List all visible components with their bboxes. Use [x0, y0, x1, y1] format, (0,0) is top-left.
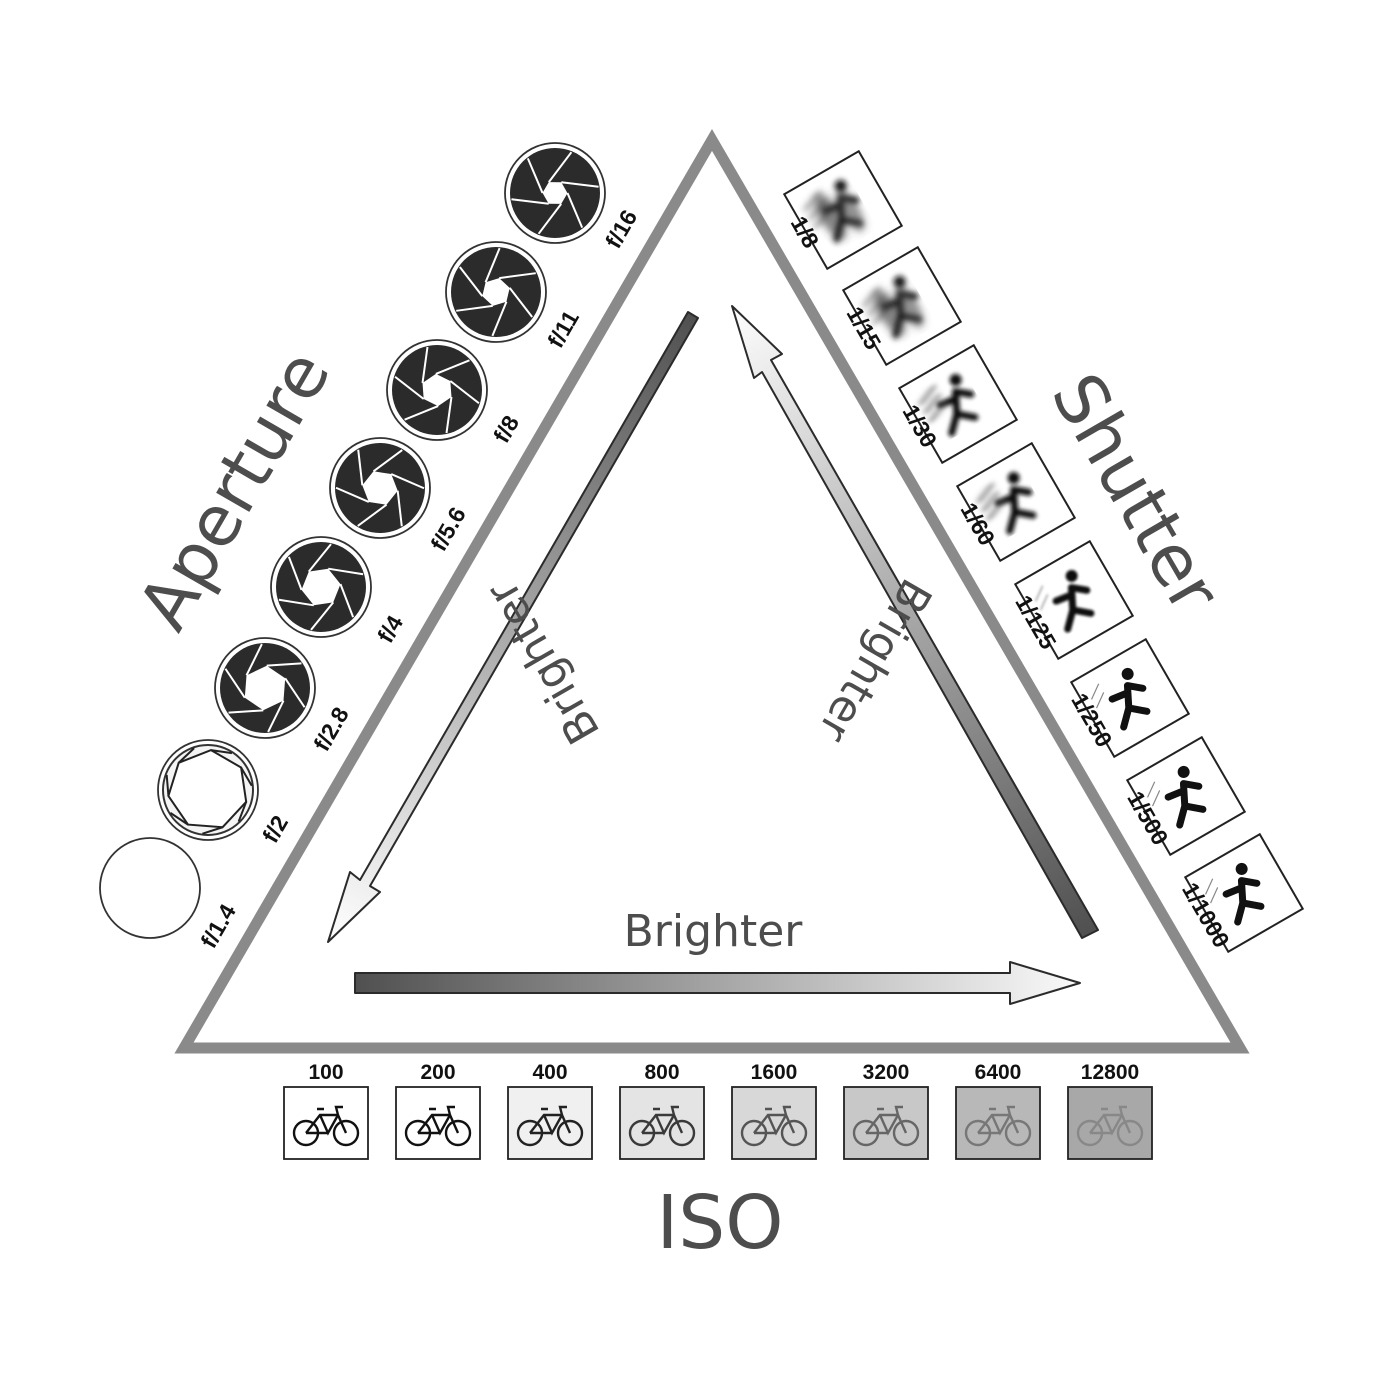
running-person-icon: [862, 275, 924, 339]
running-person-icon: [918, 373, 979, 437]
aperture-brighter-arrow: [327, 311, 699, 943]
iso-sample-frame: [731, 1086, 817, 1160]
iso-values: 100 200 400 800 1600 3200 6400 12800: [283, 1061, 1153, 1160]
bicycle-icon: [516, 1105, 584, 1147]
aperture-stop-label: f/1.4: [195, 899, 241, 952]
aperture-blades-icon: [445, 241, 547, 343]
bicycle-icon: [964, 1105, 1032, 1147]
aperture-blades-icon: [386, 339, 488, 441]
shutter-speed-frame: [955, 441, 1077, 563]
iso-sample-frame: [955, 1086, 1041, 1160]
running-person-icon: [1035, 569, 1095, 633]
iso-title: ISO: [656, 1180, 783, 1266]
aperture-stop-label: f/16: [600, 205, 642, 252]
shutter-speed-frame: [1183, 832, 1305, 954]
running-person-icon: [1147, 765, 1207, 829]
running-person-icon: [803, 179, 865, 243]
iso-value-label: 12800: [1081, 1061, 1139, 1084]
shutter-speed-frame: [897, 343, 1019, 465]
running-person-icon: [1205, 862, 1265, 926]
aperture-stop-label: f/2: [257, 811, 293, 847]
aperture-blades-icon: [214, 637, 316, 739]
iso-value-label: 3200: [863, 1061, 910, 1084]
iso-sample-frame: [843, 1086, 929, 1160]
iso-sample-frame: [1067, 1086, 1153, 1160]
bicycle-icon: [740, 1105, 808, 1147]
shutter-speed-frame: [1069, 637, 1191, 759]
shutter-speed-frame: [1013, 539, 1135, 661]
bicycle-icon: [852, 1105, 920, 1147]
iso-value-label: 100: [308, 1061, 343, 1084]
iso-sample-frame: [507, 1086, 593, 1160]
iso-brighter-arrow: [354, 961, 1081, 1005]
aperture-blades-icon: [329, 437, 431, 539]
shutter-speed-frame: [782, 149, 904, 271]
iso-sample-frame: [395, 1086, 481, 1160]
iso-value-label: 1600: [751, 1061, 798, 1084]
iso-sample-frame: [283, 1086, 369, 1160]
iso-value-label: 6400: [975, 1061, 1022, 1084]
aperture-blades-icon: [504, 142, 606, 244]
iso-sample-frame: [619, 1086, 705, 1160]
running-person-icon: [1091, 667, 1151, 731]
aperture-blades-icon: [99, 837, 201, 939]
exposure-triangle: [174, 129, 1250, 1054]
aperture-stop-label: f/8: [488, 411, 524, 447]
running-person-icon: [976, 471, 1037, 535]
iso-value-label: 800: [644, 1061, 679, 1084]
iso-value-label: 400: [532, 1061, 567, 1084]
iso-value-label: 200: [420, 1061, 455, 1084]
shutter-speed-frame: [1125, 735, 1247, 857]
iso-arrow-label: Brighter: [624, 906, 804, 957]
aperture-stop-label: f/5.6: [425, 503, 471, 556]
bicycle-icon: [404, 1105, 472, 1147]
bicycle-icon: [292, 1105, 360, 1147]
aperture-stop-label: f/4: [372, 611, 408, 647]
aperture-stops: f/1.4 f/2 f/2.8 f/4 f/5.6 f/8 f/11 f/16: [99, 142, 642, 952]
bicycle-icon: [628, 1105, 696, 1147]
aperture-stop-label: f/2.8: [308, 702, 354, 755]
aperture-blades-icon: [270, 536, 372, 638]
aperture-blades-icon: [157, 739, 259, 841]
aperture-stop-label: f/11: [542, 306, 584, 352]
shutter-arrow-label: Brighter: [807, 570, 941, 751]
shutter-speed-frame: [841, 245, 963, 367]
bicycle-icon: [1076, 1105, 1144, 1147]
shutter-brighter-arrow: [731, 305, 1099, 939]
